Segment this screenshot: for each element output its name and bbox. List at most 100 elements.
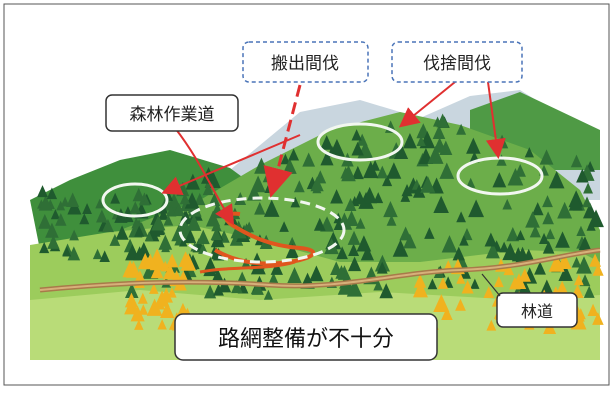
tree: [379, 283, 393, 299]
tree: [383, 200, 398, 218]
tree: [542, 195, 553, 208]
work-road-label: 森林作業道: [130, 105, 215, 125]
work-road-label-box: [105, 94, 239, 132]
tree: [165, 253, 179, 268]
tree: [263, 289, 273, 300]
tree: [210, 227, 222, 241]
tree: [143, 253, 158, 270]
tree: [496, 154, 507, 166]
tree: [50, 209, 60, 220]
tree: [184, 192, 200, 209]
forest-road-label-pointer: [481, 273, 501, 297]
tree: [427, 145, 444, 164]
tree: [568, 195, 583, 211]
tree: [402, 132, 417, 149]
tree: [403, 233, 417, 249]
tree: [293, 180, 305, 193]
tree: [38, 195, 53, 211]
cut-thinning-arrow-left: [161, 134, 301, 195]
tree: [455, 298, 466, 311]
tree: [583, 182, 594, 194]
tree: [102, 218, 114, 233]
tree: [134, 319, 144, 330]
tree: [154, 290, 170, 307]
tree: [137, 292, 148, 304]
tree: [184, 229, 197, 244]
tree: [571, 256, 582, 268]
road-network-insufficient-label: 路網整備が不十分: [218, 327, 394, 352]
tree: [503, 263, 515, 276]
tree: [486, 319, 497, 331]
tree: [509, 276, 521, 290]
tree: [531, 202, 544, 216]
tree: [125, 283, 139, 298]
tree: [149, 283, 159, 294]
tree: [124, 292, 139, 308]
tree: [167, 287, 177, 298]
tree: [37, 185, 48, 198]
tree: [485, 242, 500, 259]
tree: [263, 199, 280, 217]
tree: [499, 241, 509, 253]
tree: [185, 173, 201, 190]
tree: [461, 280, 474, 294]
tree: [179, 237, 188, 247]
tree: [492, 172, 507, 188]
tree: [231, 280, 243, 294]
tree: [456, 123, 467, 135]
tree: [160, 260, 171, 272]
tree: [416, 127, 427, 139]
tree: [208, 192, 221, 206]
tree: [420, 176, 436, 193]
tree: [400, 191, 411, 202]
tree: [176, 302, 189, 317]
tree: [525, 211, 540, 228]
tree: [578, 236, 592, 251]
tree: [576, 225, 586, 237]
tree: [441, 235, 458, 253]
harvest-thinning-arrow: [263, 84, 302, 198]
tree: [153, 216, 166, 231]
tree: [507, 167, 524, 186]
tree: [157, 319, 167, 330]
tree: [203, 284, 217, 299]
tree: [373, 279, 384, 291]
tree: [302, 152, 316, 167]
tree: [412, 184, 426, 198]
tree: [470, 278, 480, 289]
tree: [557, 201, 573, 219]
tree: [180, 253, 197, 271]
tree: [351, 129, 362, 141]
tree: [162, 263, 178, 280]
tree: [363, 161, 379, 179]
tree: [592, 263, 604, 276]
tree: [570, 154, 583, 168]
cut-thinning-label-box: [391, 41, 523, 83]
tree: [66, 192, 80, 207]
tree: [506, 226, 520, 242]
cut-thinning-arrow-center: [398, 81, 456, 128]
tree: [82, 203, 92, 214]
tree: [62, 246, 72, 257]
tree: [576, 168, 589, 183]
tree: [386, 162, 402, 179]
tree: [280, 153, 291, 165]
tree: [160, 302, 175, 318]
tree: [330, 189, 344, 204]
tree: [558, 264, 573, 281]
harvest-thinning-label-box: [242, 41, 369, 83]
tree: [413, 280, 428, 298]
tree: [351, 165, 364, 180]
tree: [427, 278, 438, 290]
tree: [333, 219, 343, 230]
forest-road-label: 林道: [521, 302, 553, 321]
tree: [60, 196, 70, 207]
tree: [518, 268, 531, 282]
tree: [534, 261, 546, 275]
tree: [109, 234, 121, 246]
tree: [433, 195, 449, 213]
tree: [144, 231, 154, 242]
tree: [529, 225, 541, 238]
